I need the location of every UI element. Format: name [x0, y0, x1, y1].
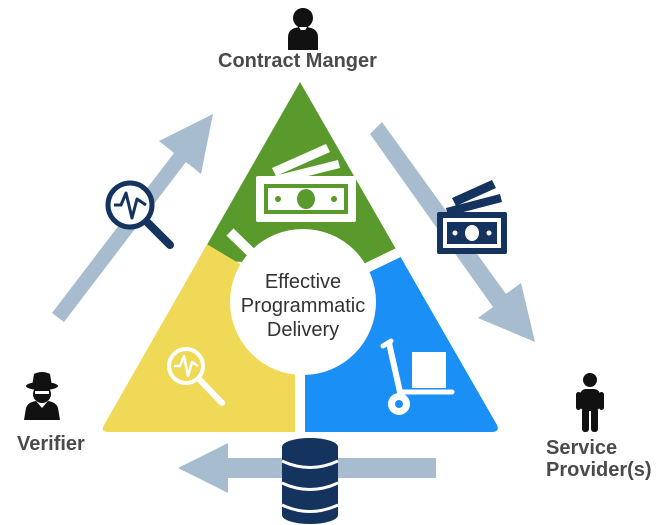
cash-icon [437, 180, 507, 254]
hand-truck-icon [380, 338, 455, 415]
magnifier-chart-icon [167, 347, 225, 406]
magnifier-chart-icon [105, 180, 174, 249]
database-icon [281, 438, 339, 524]
center-label-line1: Effective [264, 271, 342, 293]
cash-icon [256, 144, 356, 222]
businessman-icon [288, 8, 318, 50]
center-label: Effective Programmatic Delivery [228, 270, 378, 342]
segment-yellow [102, 240, 300, 432]
contract-manager-label: Contract Manger [218, 50, 377, 72]
service-provider-label: Service Provider(s) [546, 437, 652, 481]
center-circle [230, 229, 376, 375]
center-label-line2: Programmatic [240, 295, 366, 317]
person-icon [576, 373, 604, 432]
spy-icon [24, 372, 60, 420]
service-provider-label-line1: Service [546, 437, 618, 459]
service-provider-label-line2: Provider(s) [546, 459, 652, 481]
center-label-line3: Delivery [266, 319, 340, 341]
verifier-label: Verifier [17, 433, 85, 455]
